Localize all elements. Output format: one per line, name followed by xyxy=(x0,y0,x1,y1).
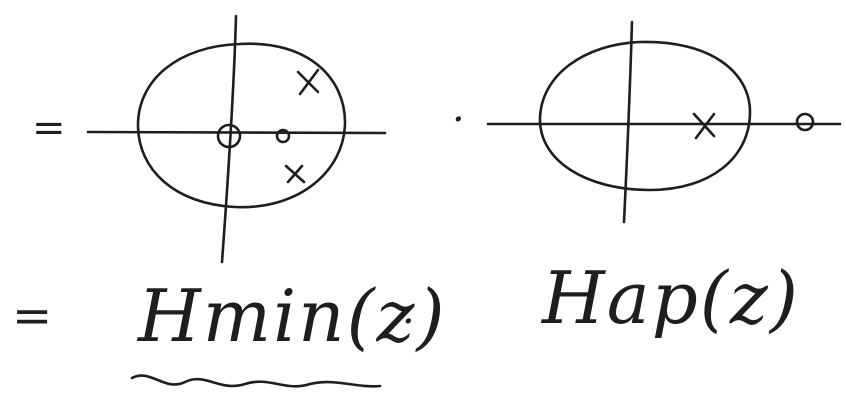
left-pole-lower xyxy=(284,164,306,184)
underline-squiggle xyxy=(130,374,382,388)
left-imag-axis xyxy=(220,14,238,264)
right-zero-outside xyxy=(795,112,815,132)
right-pole xyxy=(692,112,716,140)
right-unit-circle xyxy=(538,40,752,192)
equals-sign-top: = xyxy=(32,105,66,151)
label-hap: Hap(z) xyxy=(542,256,800,340)
left-zero-on-axis xyxy=(275,128,291,144)
equals-sign-bottom: = xyxy=(12,288,53,344)
label-hmin: Hmin(z) xyxy=(138,274,447,358)
left-unit-circle xyxy=(136,42,347,209)
right-zplane xyxy=(486,20,842,224)
left-origin-zero xyxy=(216,123,242,149)
right-imag-axis xyxy=(622,20,634,224)
product-dot-top: · xyxy=(452,97,465,143)
left-real-axis xyxy=(86,130,387,135)
product-dot-bottom: · xyxy=(402,299,415,345)
left-pole-upper xyxy=(296,68,320,96)
left-zplane xyxy=(86,14,387,264)
